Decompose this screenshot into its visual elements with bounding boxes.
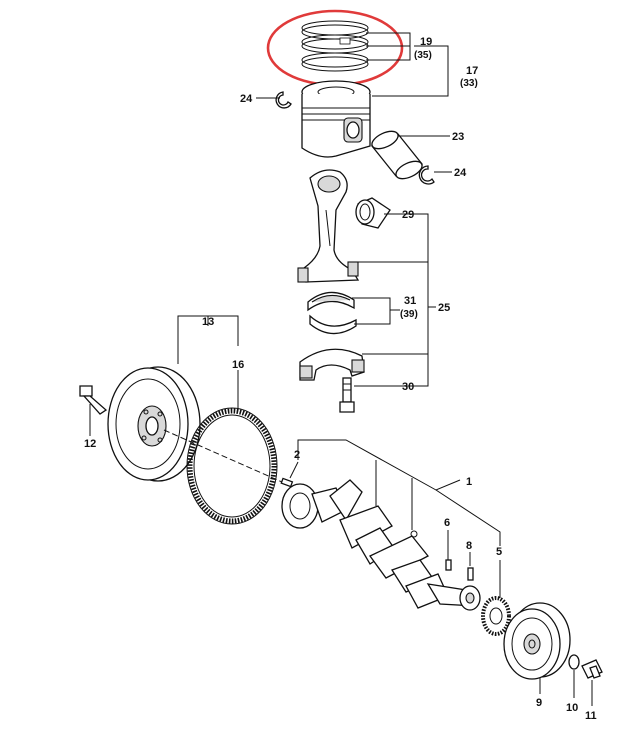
label-8: 8	[466, 540, 472, 552]
label-13: 13	[202, 316, 214, 328]
rod-bolt	[339, 377, 355, 413]
label-19: 19	[420, 36, 432, 48]
part-labels: 19 (35) 17 (33) 24 23 24 29 31 (39) 25 3…	[84, 36, 597, 722]
small-end-bushing	[355, 197, 391, 229]
leader-lines	[89, 32, 593, 706]
label-31b: (39)	[400, 309, 418, 320]
label-17: 17	[466, 65, 478, 77]
label-10: 10	[566, 702, 578, 714]
flywheel	[107, 366, 201, 482]
crankshaft	[281, 479, 481, 611]
label-17b: (33)	[460, 78, 478, 89]
label-11: 11	[585, 710, 597, 722]
washer	[568, 654, 580, 670]
label-2: 2	[294, 449, 300, 461]
flywheel-bolt	[79, 385, 108, 415]
label-6: 6	[444, 517, 450, 529]
rod-cap	[299, 348, 365, 381]
key-8	[467, 567, 474, 581]
label-30: 30	[402, 381, 414, 393]
snap-ring-upper	[275, 91, 292, 109]
label-5: 5	[496, 546, 502, 558]
label-19b: (35)	[414, 50, 432, 61]
lower-bearing	[309, 314, 357, 335]
dowel-pin	[280, 477, 294, 488]
label-24a: 24	[240, 93, 253, 105]
upper-bearing	[307, 291, 355, 312]
label-31: 31	[404, 295, 416, 307]
key-6	[445, 559, 452, 571]
label-25: 25	[438, 302, 450, 314]
crank-gear	[481, 596, 511, 636]
piston	[301, 80, 371, 158]
label-9: 9	[536, 697, 542, 709]
snap-ring-lower	[418, 165, 435, 185]
label-24b: 24	[454, 167, 467, 179]
label-23: 23	[452, 131, 464, 143]
label-12: 12	[84, 438, 96, 450]
piston-pin	[370, 130, 424, 180]
crank-pulley	[503, 602, 571, 680]
pulley-bolt	[581, 659, 603, 679]
label-29: 29	[402, 209, 414, 221]
ring-gear	[186, 407, 278, 525]
label-16: 16	[232, 359, 244, 371]
label-1: 1	[466, 476, 472, 488]
highlight-circle	[266, 9, 404, 87]
connecting-rod	[297, 169, 360, 283]
piston-rings	[301, 20, 369, 72]
